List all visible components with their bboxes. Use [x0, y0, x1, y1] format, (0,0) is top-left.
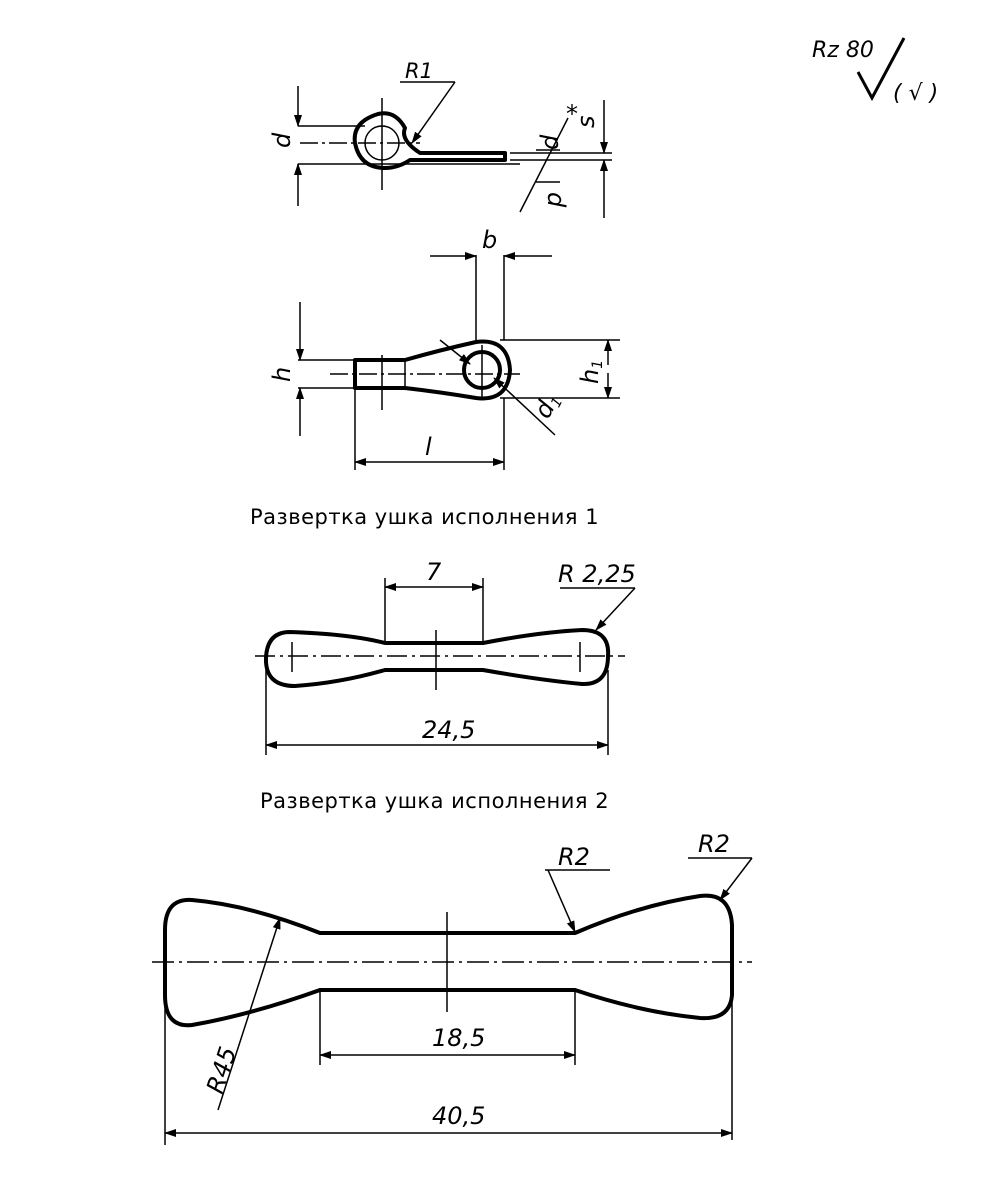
roughness-bracket-symbol: ( √ ) — [893, 81, 938, 106]
side-d-label: d — [268, 132, 296, 148]
top-view: b d1 h h1 l — [268, 226, 620, 470]
variant2-radius-right-label: R2 — [698, 830, 730, 858]
variant1-radius-label: R 2,25 — [558, 560, 636, 588]
side-d2-label: d — [542, 192, 570, 208]
top-l-label: l — [425, 433, 432, 461]
side-radius-label: R1 — [405, 59, 433, 83]
variant2-total-length-label: 40,5 — [432, 1102, 485, 1130]
top-h1-label: h1 — [576, 360, 606, 384]
variant1-caption: Развертка ушка исполнения 1 — [250, 505, 599, 529]
variant2-pattern: R2 R2 R45 18,5 40,5 — [152, 830, 753, 1145]
side-star-label: * — [566, 100, 578, 128]
side-view: d R1 s d d * — [268, 59, 612, 218]
variant1-pattern: 7 R 2,25 24,5 — [255, 558, 636, 755]
side-s-label: s — [572, 115, 600, 128]
top-h-label: h — [268, 367, 296, 382]
roughness-label: Rz 80 — [812, 38, 874, 63]
top-d1-label: d1 — [529, 388, 567, 423]
variant2-radius-arc-label: R45 — [201, 1043, 242, 1097]
top-b-label: b — [482, 226, 497, 254]
variant1-width-label: 7 — [426, 558, 442, 586]
side-d1-label: d — [536, 134, 564, 150]
variant2-inner-length-label: 18,5 — [432, 1024, 485, 1052]
variant2-caption: Развертка ушка исполнения 2 — [260, 789, 609, 813]
variant1-length-label: 24,5 — [422, 716, 475, 744]
roughness-symbol: Rz 80 ( √ ) — [812, 37, 938, 106]
variant2-radius-left-label: R2 — [558, 843, 590, 871]
